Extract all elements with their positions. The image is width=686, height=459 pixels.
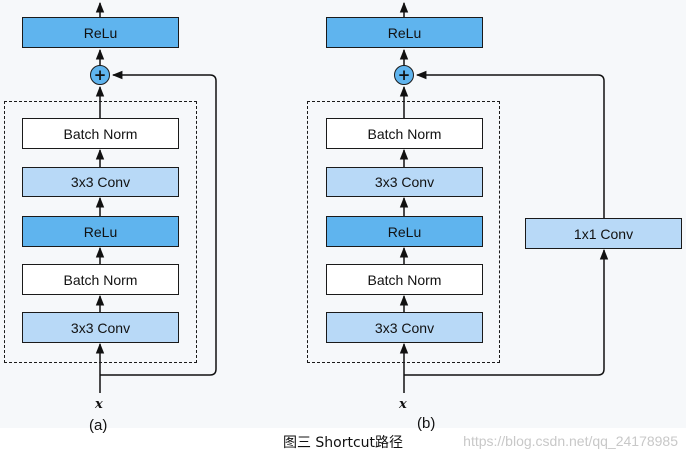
a-conv3x3-2: 3x3 Conv [22,312,179,343]
b-panel-label: (b) [417,415,436,432]
a-relu-output: ReLu [22,17,179,48]
b-add-node: + [394,65,414,85]
a-batch-norm-1: Batch Norm [22,118,179,149]
b-relu-output: ReLu [326,17,483,48]
a-add-node: + [90,65,110,85]
figure-caption: 图三 Shortcut路径 [282,435,404,451]
arrow-a-shortcut [100,70,217,376]
watermark: https://blog.csdn.net/qq_24178985 [463,433,678,449]
b-residual-block [307,101,500,363]
b-input-x: x [399,397,407,412]
arrow-b-shortcut-in [404,248,609,376]
b-batch-norm-1: Batch Norm [326,118,483,149]
a-residual-block [4,101,197,363]
b-batch-norm-2: Batch Norm [326,264,483,295]
b-relu-inner: ReLu [326,216,483,247]
a-conv3x3-1: 3x3 Conv [22,167,179,197]
a-batch-norm-2: Batch Norm [22,264,179,295]
b-conv3x3-1: 3x3 Conv [326,167,483,197]
a-input-x: x [95,397,103,412]
a-relu-inner: ReLu [22,216,179,247]
a-panel-label: (a) [89,417,108,434]
b-conv1x1-shortcut: 1x1 Conv [525,218,682,249]
b-conv3x3-2: 3x3 Conv [326,312,483,343]
arrow-b-shortcut-out [415,70,605,218]
